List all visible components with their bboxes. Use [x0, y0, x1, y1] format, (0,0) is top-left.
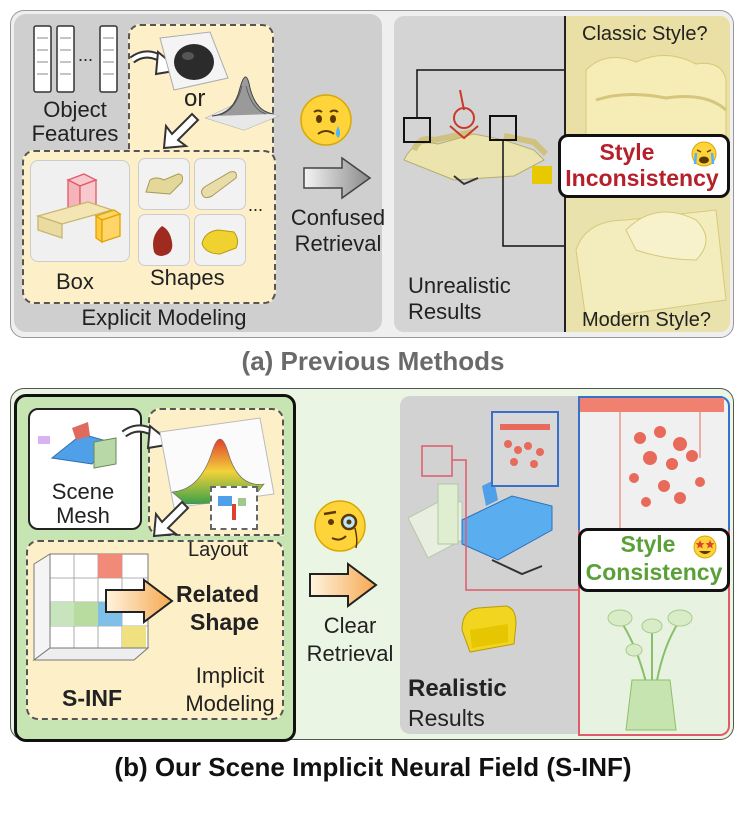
layout-box [210, 486, 258, 530]
sinf-voxel-cube [32, 553, 150, 661]
modern-sofa-render [575, 209, 727, 321]
down-left-arrow-icon-2 [152, 500, 190, 538]
confused-retrieval-label-2: Retrieval [294, 231, 382, 256]
bounding-boxes-icon [35, 173, 122, 244]
unrealistic-scene-render [403, 89, 552, 186]
style-inconsistency-label-2: Inconsistency [565, 165, 719, 191]
implicit-label: Implicit [195, 663, 265, 688]
object-features-label-1: Object [43, 97, 107, 122]
layout-label: Layout [188, 539, 249, 561]
modern-style-label: Modern Style? [582, 309, 711, 331]
cushion-shape-icon [201, 229, 239, 255]
confused-retrieval-label-1: Confused [290, 205, 386, 230]
shapes-ellipsis: ... [248, 195, 264, 215]
style-inconsistency-label-1: Style [599, 139, 655, 165]
modeling-label: Modeling [185, 691, 275, 716]
gray-right-arrow-icon [303, 156, 372, 200]
caption-a: (a) Previous Methods [241, 346, 505, 376]
sdf-sphere-icon [159, 31, 229, 91]
unrealistic-label-2: Results [408, 299, 482, 324]
unrealistic-label-1: Unrealistic [408, 273, 511, 298]
sofa-shape-icon [145, 173, 183, 195]
chandelier-crop [491, 411, 559, 487]
results-label: Results [408, 705, 485, 731]
explicit-modeling-label: Explicit Modeling [81, 305, 247, 330]
scene-label: Scene [51, 479, 115, 504]
related-label: Related [176, 581, 260, 607]
chandelier-zoom-render [580, 398, 724, 528]
classic-style-label: Classic Style? [582, 23, 708, 45]
highlight-boxes [421, 445, 578, 591]
leaf-shape-icon [153, 226, 173, 256]
style-consistency-label-2: Consistency [585, 559, 723, 585]
style-consistency-label-1: Style [620, 531, 676, 557]
orange-arrow-icon [105, 578, 174, 624]
vase-plant-render [607, 609, 693, 731]
gaussian-surface-icon [204, 76, 280, 131]
caption-b: (b) Our Scene Implicit Neural Field (S-I… [114, 752, 632, 782]
object-features-label-2: Features [31, 121, 119, 146]
object-features-icon [33, 25, 118, 93]
clear-retrieval-arrow-icon [309, 562, 378, 608]
feature-ellipsis: ... [78, 45, 94, 65]
shapes-label: Shapes [150, 265, 225, 290]
clear-label: Clear [323, 613, 377, 638]
or-label: or [184, 85, 206, 112]
loudly-crying-face-icon [691, 141, 717, 167]
crying-face-icon [300, 94, 352, 146]
retrieval-label: Retrieval [306, 641, 394, 666]
yellow-armchair-render [461, 605, 517, 653]
box-label: Box [56, 269, 94, 294]
scene-mesh-render [38, 422, 117, 469]
mesh-label: Mesh [56, 503, 110, 528]
shape-label: Shape [190, 609, 260, 635]
scene-mesh-card [28, 408, 142, 530]
down-left-arrow-icon [162, 112, 200, 150]
star-struck-face-icon [693, 535, 717, 559]
monocle-face-icon [314, 500, 366, 552]
layout-icon [218, 496, 246, 520]
chandelier-zoom-crop [578, 396, 730, 534]
zoom-connectors [403, 69, 564, 247]
pillow-shape-icon [201, 171, 237, 199]
realistic-scene-render [407, 480, 553, 576]
realistic-label: Realistic [408, 675, 507, 702]
sinf-label: S-INF [62, 685, 123, 711]
